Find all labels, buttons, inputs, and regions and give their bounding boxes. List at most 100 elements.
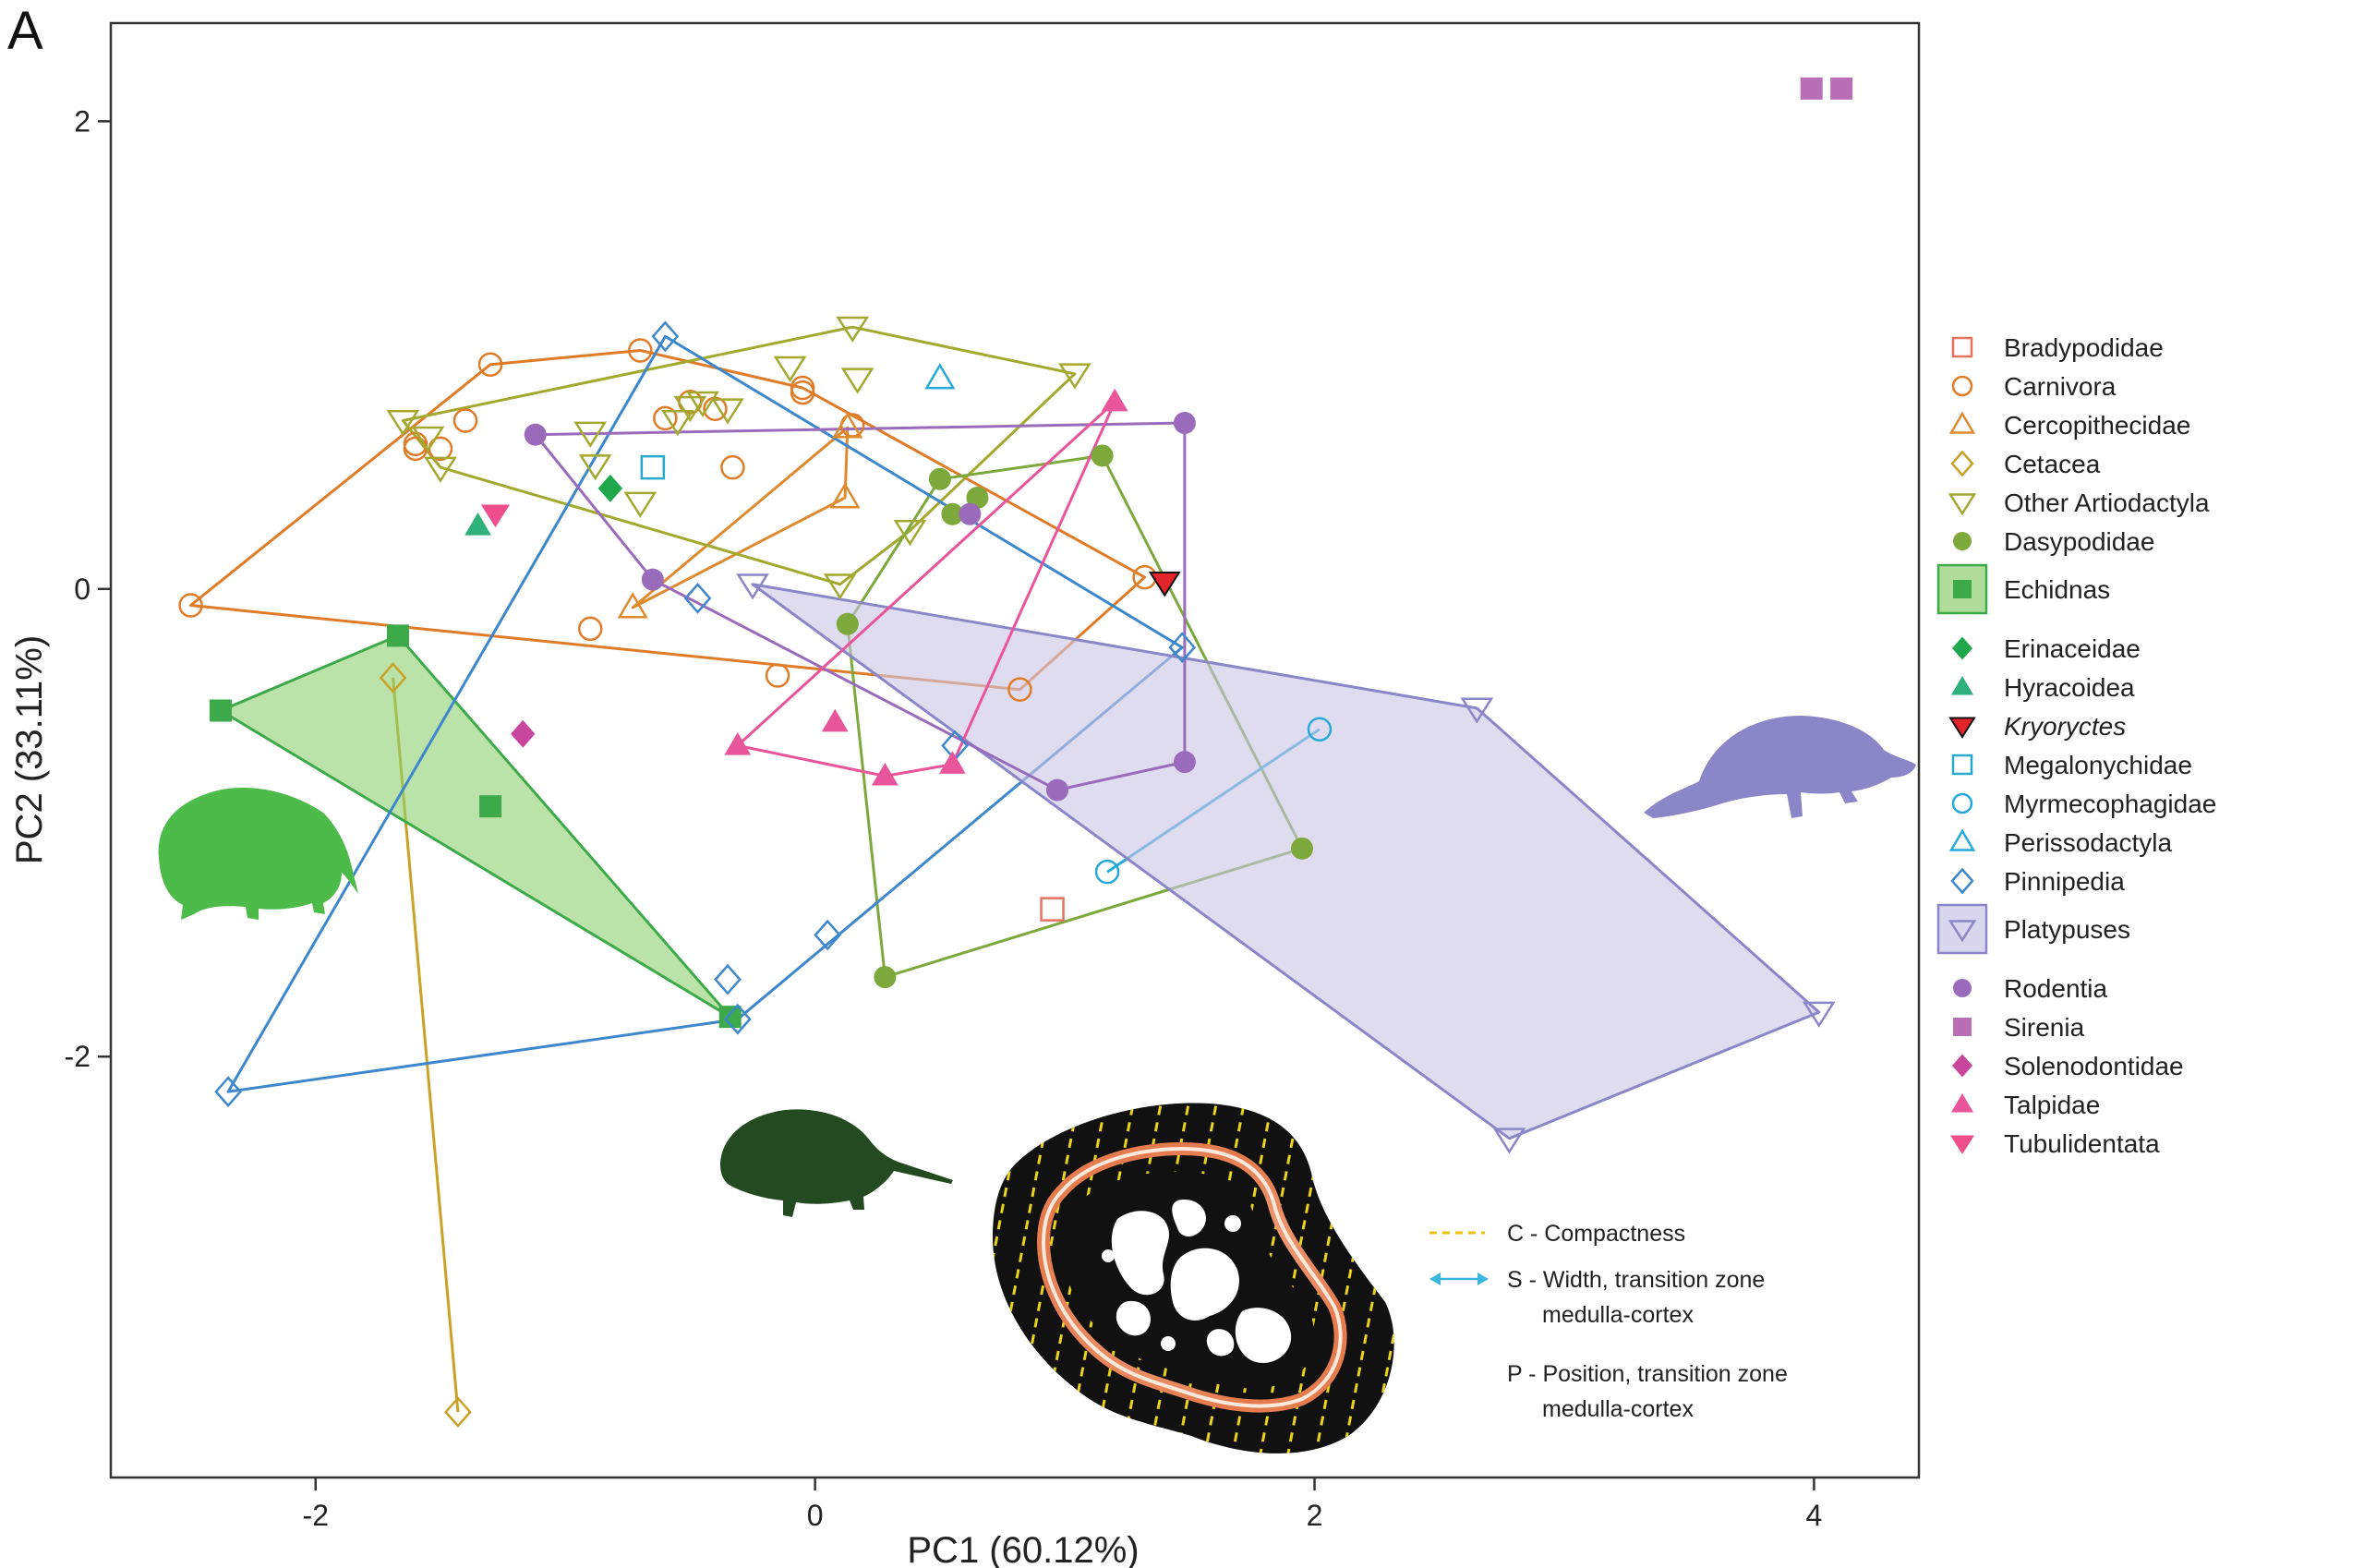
point-other-artiodactyla-8 [686, 391, 719, 417]
legend-label-kryoryctes: Kryoryctes [2004, 712, 2126, 741]
point-cetacea-1 [444, 1396, 472, 1428]
point-solenodontidae-0 [511, 719, 536, 748]
inset-label-p2: medulla-cortex [1542, 1396, 1694, 1422]
point-pinnipedia-1 [683, 583, 712, 614]
x-tick-label--2: -2 [303, 1499, 329, 1532]
point-dasypodidae-6 [874, 966, 897, 989]
plot-frame [109, 21, 1921, 1479]
point-carnivora-1 [477, 352, 503, 377]
point-cercopithecidae-0 [617, 592, 648, 619]
point-rodentia-0 [524, 423, 547, 446]
hull-rodentia [534, 421, 1187, 791]
point-bradypodidae-0 [1040, 897, 1065, 922]
legend-label-talpidae: Talpidae [2004, 1091, 2100, 1119]
point-megalonychidae-0 [640, 454, 666, 480]
point-talpidae-3 [938, 751, 966, 774]
legend-label-perissodactyla: Perissodactyla [2004, 828, 2173, 857]
legend-marker-rodentia [1953, 979, 1972, 997]
x-tick-label-0: 0 [807, 1499, 824, 1532]
legend-label-tubulidentata: Tubulidentata [2004, 1129, 2160, 1158]
legend-label-myrmecophagidae: Myrmecophagidae [2004, 790, 2216, 818]
legend-marker-perissodactyla [1948, 828, 1976, 851]
legend-label-echidnas: Echidnas [2004, 575, 2110, 604]
legend-marker-platypuses [1948, 920, 1977, 943]
point-myrmecophagidae-1 [1307, 717, 1333, 742]
point-dasypodidae-5 [1291, 837, 1314, 860]
hull-platypuses [751, 583, 1821, 1140]
point-pinnipedia-2 [714, 963, 742, 995]
inset-legend: C - Compactness S - Width, transition zo… [1426, 1221, 1788, 1422]
inset-label-s: S - Width, transition zone [1507, 1267, 1765, 1293]
point-cetacea-0 [379, 662, 407, 694]
point-carnivora-14 [577, 616, 603, 642]
legend-marker-kryoryctes [1948, 717, 1976, 739]
legend-label-megalonychidae: Megalonychidae [2004, 751, 2192, 779]
point-platypuses-2 [1802, 1001, 1836, 1028]
legend-label-cercopithecidae: Cercopithecidae [2004, 411, 2190, 440]
hull-cercopithecidae [631, 426, 850, 609]
legend-marker-tubulidentata [1950, 1135, 1974, 1154]
point-other-artiodactyla-2 [424, 456, 457, 483]
x-axis-title: PC1 (60.12%) [907, 1530, 1139, 1568]
y-tick-label--2: -2 [65, 1040, 90, 1073]
point-layer [178, 77, 1853, 1428]
y-tick-label-2: 2 [74, 104, 90, 138]
legend-label-pinnipedia: Pinnipedia [2004, 867, 2125, 896]
inset-label-s2: medulla-cortex [1542, 1302, 1694, 1328]
point-other-artiodactyla-14 [893, 520, 927, 547]
legend-marker-pinnipedia [1950, 867, 1974, 895]
point-myrmecophagidae-0 [1094, 859, 1120, 885]
point-other-artiodactyla-3 [573, 421, 608, 448]
point-talpidae-2 [871, 762, 899, 786]
point-platypuses-0 [736, 573, 769, 600]
long-beaked-echidna-silhouette [720, 1109, 953, 1217]
point-carnivora-7 [653, 405, 678, 431]
point-cercopithecidae-2 [832, 412, 863, 439]
point-dasypodidae-0 [836, 612, 859, 635]
point-other-artiodactyla-6 [661, 410, 694, 437]
y-tick-label-0: 0 [74, 573, 90, 606]
point-carnivora-15 [765, 663, 790, 688]
hull-dasypodidae [846, 453, 1304, 979]
point-rodentia-4 [1173, 751, 1196, 774]
point-carnivora-2 [628, 338, 653, 363]
point-talpidae-1 [821, 708, 849, 732]
legend-label-solenodontidae: Solenodontidae [2004, 1052, 2184, 1080]
point-other-artiodactyla-4 [578, 454, 612, 481]
panel-label: A [7, 1, 43, 61]
point-dasypodidae-4 [1091, 444, 1114, 467]
legend-marker-bradypodidae [1951, 336, 1973, 358]
legend-label-rodentia: Rodentia [2004, 974, 2108, 1003]
legend-label-platypuses: Platypuses [2004, 915, 2130, 944]
legend-marker-erinaceidae [1952, 636, 1972, 660]
point-pinnipedia-7 [214, 1076, 242, 1108]
x-tick-label-2: 2 [1307, 1499, 1323, 1532]
point-tubulidentata-0 [480, 504, 511, 528]
legend-marker-talpidae [1951, 1093, 1973, 1113]
point-talpidae-0 [724, 732, 752, 755]
point-other-artiodactyla-10 [773, 356, 807, 382]
inset-label-p: P - Position, transition zone [1507, 1361, 1788, 1387]
legend-box-platypuses [1936, 903, 1988, 955]
point-dasypodidae-2 [941, 502, 964, 525]
short-beaked-echidna-silhouette [158, 787, 358, 920]
point-dasypodidae-1 [928, 467, 951, 490]
point-carnivora-10 [720, 454, 745, 480]
point-perissodactyla-0 [924, 363, 956, 390]
legend-label-erinaceidae: Erinaceidae [2004, 634, 2141, 663]
point-pinnipedia-0 [651, 320, 680, 353]
point-cercopithecidae-1 [829, 482, 861, 509]
legend-label-hyracoidea: Hyracoidea [2004, 673, 2135, 702]
point-platypuses-3 [1492, 1128, 1526, 1154]
point-other-artiodactyla-9 [711, 398, 744, 425]
width-key [1429, 1272, 1489, 1285]
hull-echidnas [219, 633, 732, 1019]
y-axis-title: PC2 (33.11%) [9, 635, 50, 864]
legend-marker-dasypodidae [1953, 532, 1972, 550]
point-sirenia-0 [1800, 77, 1823, 100]
inset-label-c: C - Compactness [1507, 1221, 1685, 1247]
point-kryoryctes-0 [1148, 571, 1181, 597]
point-carnivora-3 [452, 408, 478, 433]
point-carnivora-9 [703, 396, 728, 422]
legend: BradypodidaeCarnivoraCercopithecidaeCeta… [1936, 333, 2216, 1158]
